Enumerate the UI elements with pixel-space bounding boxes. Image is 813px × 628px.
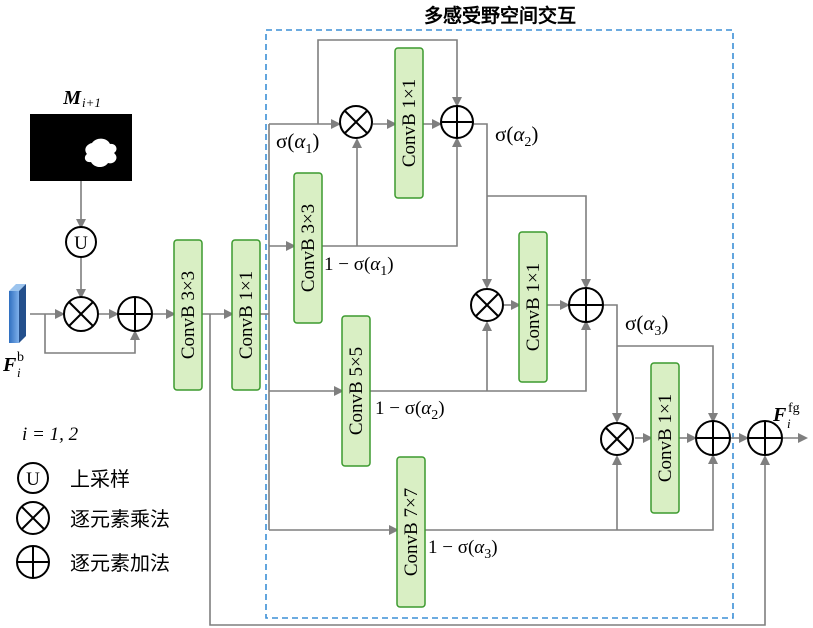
svg-text:U: U bbox=[26, 469, 40, 490]
add-icon bbox=[16, 545, 50, 579]
conv5x5-branch-block: ConvB 5×5 bbox=[341, 315, 371, 467]
legend: U 上采样 逐元素乘法 逐元素加法 bbox=[16, 462, 170, 579]
multiply-node-mid bbox=[470, 288, 504, 322]
svg-text:ConvB 3×3: ConvB 3×3 bbox=[178, 271, 199, 359]
edge-add-mid-down bbox=[604, 304, 622, 423]
legend-item-upsample: U 上采样 bbox=[17, 462, 130, 494]
feature-block-top bbox=[9, 284, 26, 291]
upsample-node bbox=[65, 226, 97, 258]
weight-one-minus-sigma-alpha-2: 1 − σ(α2) bbox=[375, 398, 445, 423]
conv3x3-branch-block: ConvB 3×3 bbox=[293, 172, 323, 324]
add-node-final bbox=[747, 420, 783, 456]
multiply-node-low bbox=[600, 422, 634, 456]
edge-add-top-bypass bbox=[487, 195, 591, 289]
output-label-sub: i bbox=[787, 416, 791, 431]
mask-label: M bbox=[62, 87, 82, 109]
mask-silhouette bbox=[84, 138, 117, 168]
edge-branch3x3-to-add-top bbox=[322, 137, 462, 247]
multiply-node-top bbox=[339, 105, 373, 139]
legend-label-add: 逐元素加法 bbox=[70, 551, 170, 575]
add-node-top bbox=[440, 105, 474, 139]
upsample-icon bbox=[17, 462, 49, 494]
output-label: F bbox=[772, 404, 787, 426]
feature-label: F bbox=[2, 354, 17, 376]
index-note: i = 1, 2 bbox=[22, 424, 79, 445]
mask-image bbox=[30, 114, 132, 181]
svg-text:ConvB 5×5: ConvB 5×5 bbox=[346, 347, 367, 435]
legend-item-multiply: 逐元素乘法 bbox=[16, 501, 170, 535]
weight-one-minus-sigma-alpha-1: 1 − σ(α1) bbox=[324, 254, 394, 279]
region-title: 多感受野空间交互 bbox=[424, 4, 576, 27]
conv1x1-b-block: ConvB 1×1 bbox=[518, 231, 548, 383]
feature-block bbox=[9, 291, 19, 343]
add-node-low bbox=[695, 420, 731, 456]
conv7x7-branch-block: ConvB 7×7 bbox=[396, 456, 426, 608]
conv1x1-c-block: ConvB 1×1 bbox=[650, 362, 680, 514]
weight-sigma-alpha-1: σ(α1) bbox=[276, 129, 319, 157]
conv3x3-main-block: ConvB 3×3 bbox=[173, 239, 203, 391]
svg-text:ConvB 1×1: ConvB 1×1 bbox=[523, 263, 544, 351]
edge-top-bypass bbox=[317, 39, 462, 124]
legend-item-add: 逐元素加法 bbox=[16, 545, 170, 579]
legend-label-multiply: 逐元素乘法 bbox=[70, 507, 170, 531]
svg-text:ConvB 1×1: ConvB 1×1 bbox=[236, 271, 257, 359]
conv1x1-a-block: ConvB 1×1 bbox=[394, 47, 424, 199]
add-node-mid bbox=[568, 287, 604, 323]
multiply-node-input bbox=[63, 296, 99, 332]
weight-sigma-alpha-2: σ(α2) bbox=[495, 122, 538, 150]
upsample-symbol: U bbox=[74, 233, 88, 254]
svg-text:ConvB 3×3: ConvB 3×3 bbox=[298, 204, 319, 292]
edge-global-skip bbox=[209, 314, 770, 626]
add-node-input bbox=[117, 296, 153, 332]
edge-branch5x5-to-add-mid bbox=[370, 320, 591, 392]
feature-block-side bbox=[19, 284, 26, 343]
mask-label-sub: i+1 bbox=[82, 95, 101, 110]
feature-label-sub: i bbox=[17, 365, 21, 380]
svg-text:ConvB 1×1: ConvB 1×1 bbox=[399, 79, 420, 167]
svg-text:ConvB 1×1: ConvB 1×1 bbox=[655, 394, 676, 482]
weight-sigma-alpha-3: σ(α3) bbox=[625, 311, 668, 339]
edge-branch7x7-to-add-low bbox=[425, 454, 718, 531]
edge-add-top-down bbox=[474, 123, 492, 289]
edge-feature-skip bbox=[44, 314, 140, 354]
multiply-icon bbox=[16, 501, 50, 535]
output-label-sup: fg bbox=[788, 401, 800, 416]
legend-label-upsample: 上采样 bbox=[70, 467, 130, 491]
conv1x1-main-block: ConvB 1×1 bbox=[231, 239, 261, 391]
edge-add-mid-bypass bbox=[617, 345, 718, 423]
svg-text:ConvB 7×7: ConvB 7×7 bbox=[401, 488, 422, 576]
feature-label-sup: b bbox=[17, 350, 24, 365]
interaction-region-box bbox=[265, 29, 734, 619]
connectors bbox=[30, 39, 808, 626]
weight-one-minus-sigma-alpha-3: 1 − σ(α3) bbox=[428, 537, 498, 562]
